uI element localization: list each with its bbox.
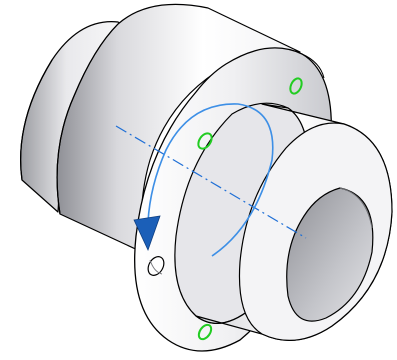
rotation-arrow bbox=[133, 103, 274, 257]
hole-marker-icon bbox=[197, 132, 213, 150]
hub-cylinder bbox=[195, 103, 393, 341]
middle-cylinder bbox=[56, 3, 301, 253]
source-hole bbox=[147, 256, 165, 276]
rotation-arrow-head-icon bbox=[133, 215, 161, 252]
axis-centerline bbox=[115, 125, 307, 239]
hole-marker-icon bbox=[289, 77, 303, 95]
hole-marker-icon bbox=[197, 323, 213, 341]
